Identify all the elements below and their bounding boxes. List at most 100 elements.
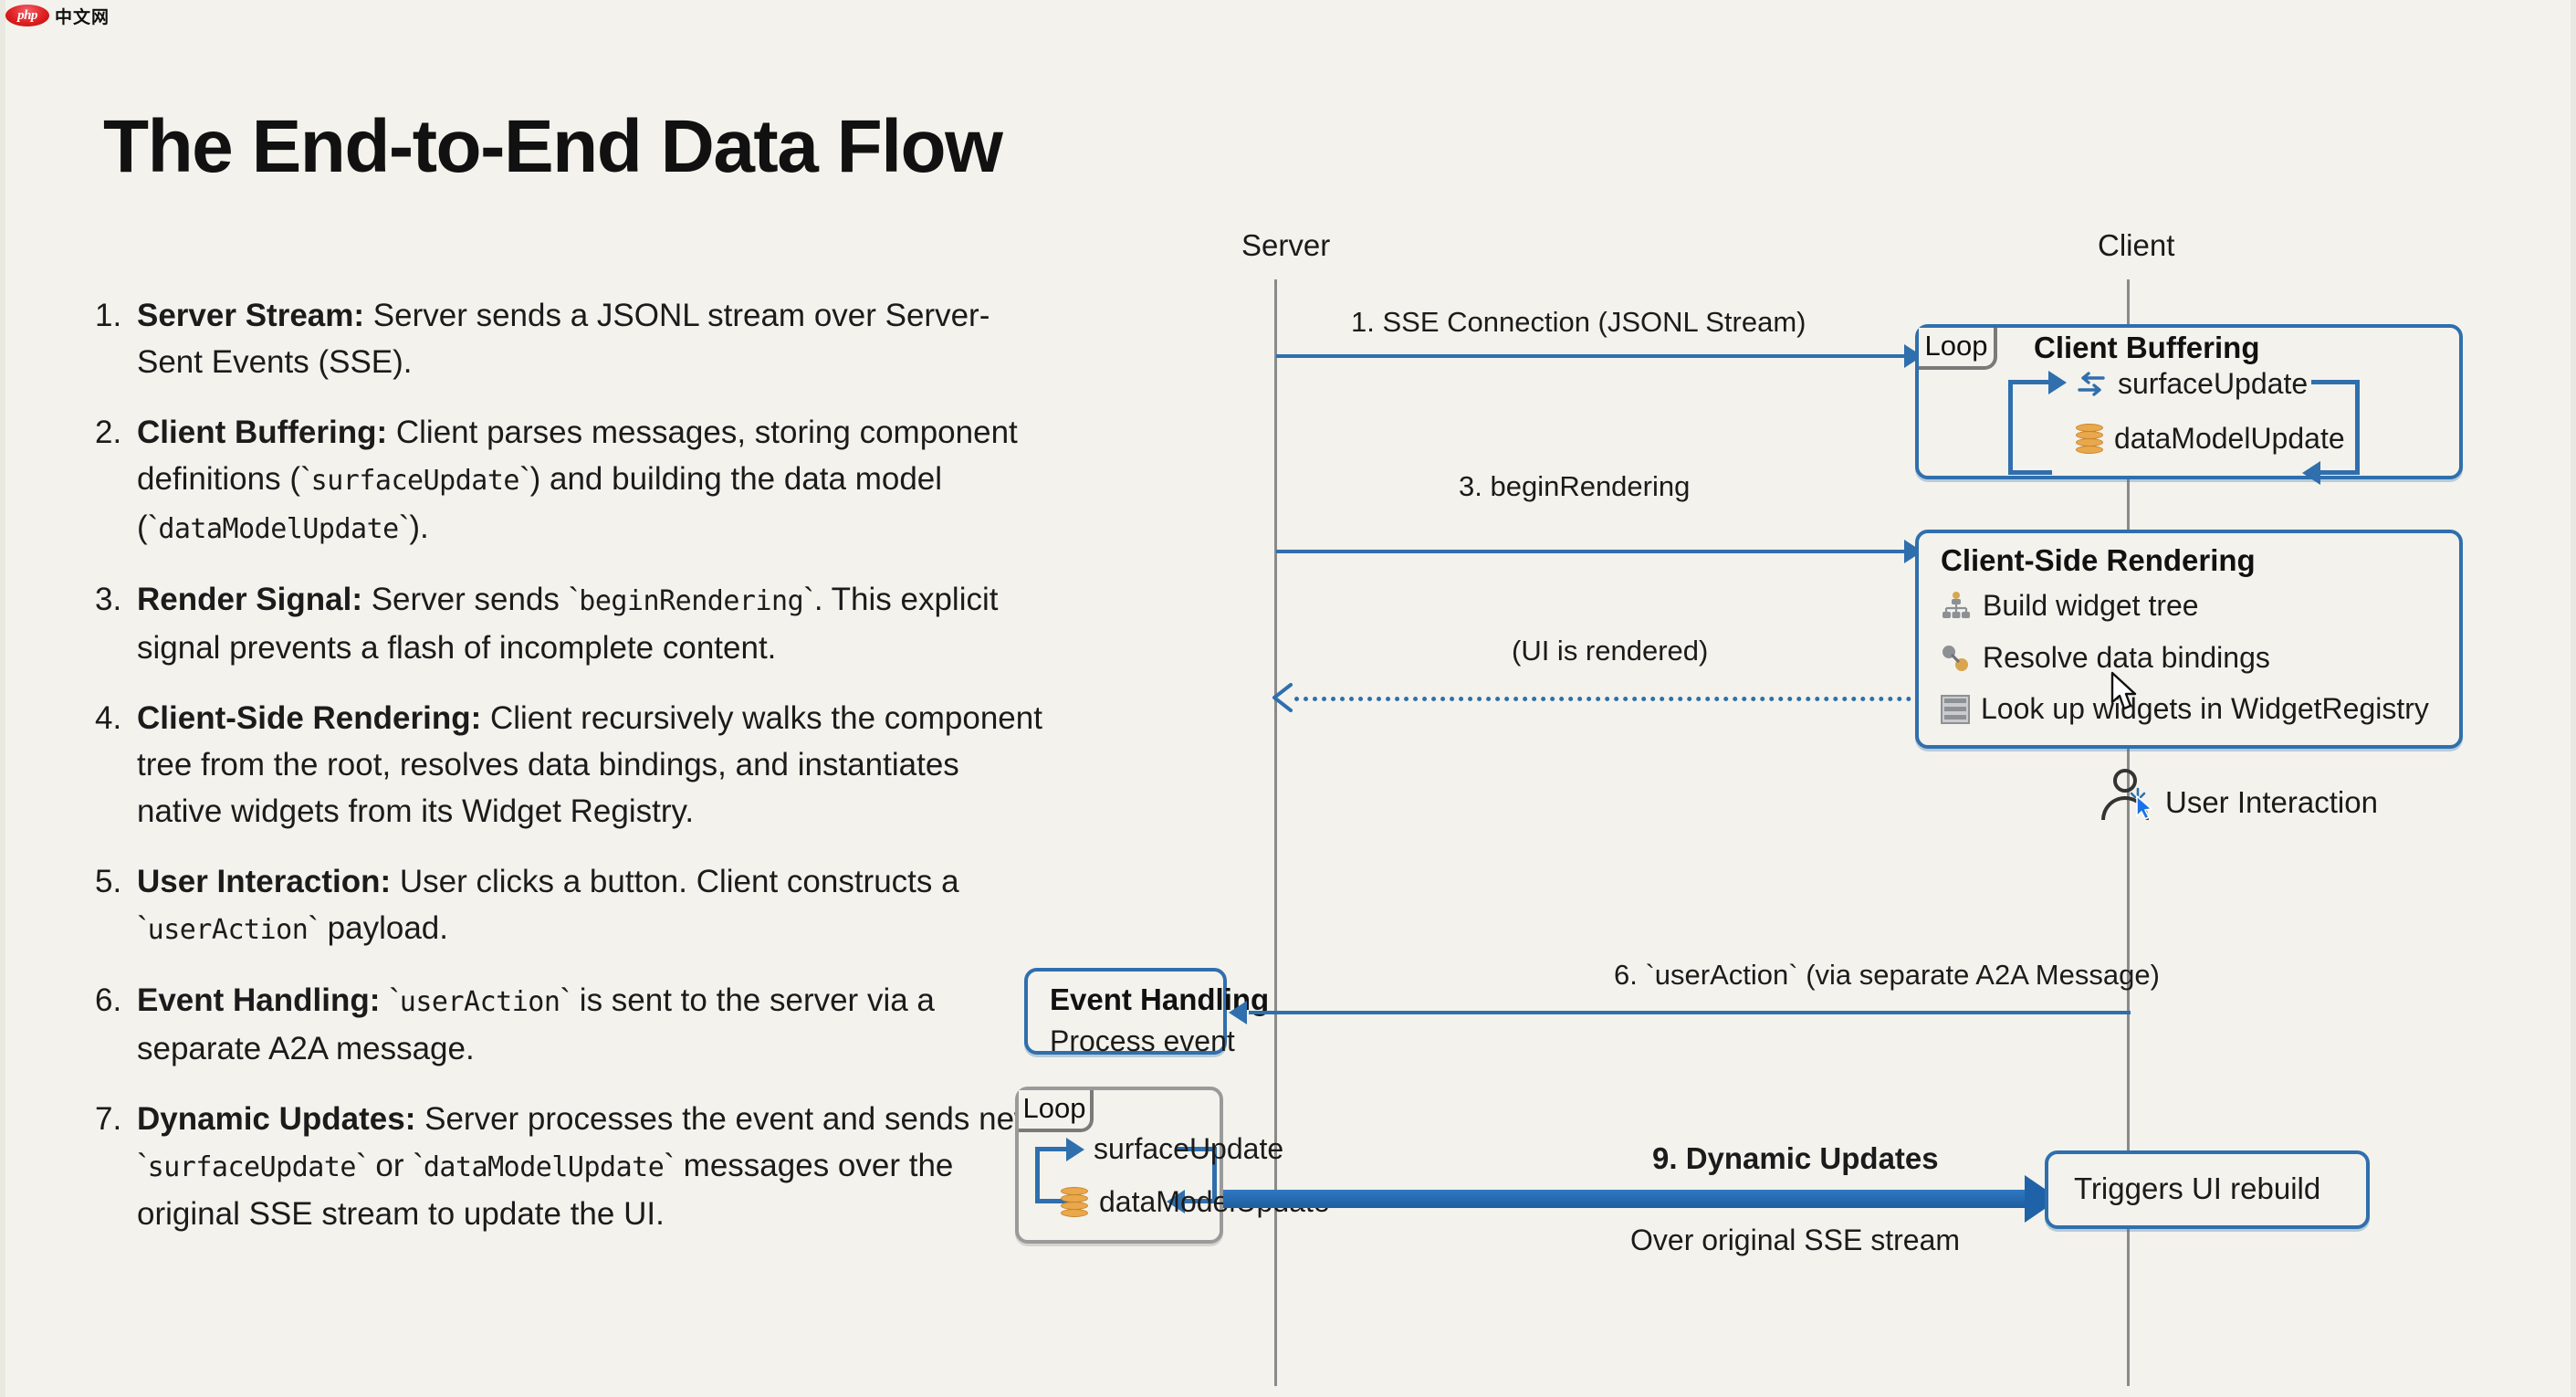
step-desc: Server processes the event and sends new… <box>137 1101 1038 1232</box>
message-line-3 <box>1276 550 1906 553</box>
step-number: 6. <box>95 982 122 1018</box>
loop-right-riser-client <box>2355 380 2360 475</box>
loop-arrow-in-server <box>1066 1138 1084 1161</box>
triggers-ui-rebuild-box <box>2045 1150 2370 1229</box>
registry-table-icon <box>1941 694 1970 724</box>
step-label: Client-Side Rendering: <box>137 700 482 736</box>
step-desc: Client parses messages, storing componen… <box>137 415 1018 545</box>
loop-right-bottom-run-client <box>2320 470 2359 475</box>
loop-left-riser-client <box>2008 383 2013 475</box>
sequence-diagram: Server Client 1. SSE Connection (JSONL S… <box>1015 228 2510 1386</box>
message-label-6: 6. `userAction` (via separate A2A Messag… <box>1614 959 2160 991</box>
message-line-ui-rendered <box>1294 697 1911 701</box>
step-text: Client-Side Rendering: Client recursivel… <box>137 695 1044 835</box>
step-text: User Interaction: User clicks a button. … <box>137 858 1044 953</box>
step-text: Event Handling: `userAction` is sent to … <box>137 977 1044 1072</box>
list-item: 2. Client Buffering: Client parses messa… <box>95 409 1044 552</box>
step-number: 7. <box>95 1101 122 1137</box>
client-buffering-item-1: dataModelUpdate <box>2076 422 2345 456</box>
lifeline-label-client: Client <box>2098 228 2175 262</box>
list-item: 4. Client-Side Rendering: Client recursi… <box>95 695 1044 835</box>
server-loop-item-0: surfaceUpdate <box>1094 1132 1283 1166</box>
step-number: 3. <box>95 582 122 617</box>
message-line-1 <box>1276 354 1906 358</box>
client-buffering-item-1-label: dataModelUpdate <box>2114 422 2345 455</box>
loop-top-run-server <box>1035 1147 1070 1151</box>
loop-right-riser-server <box>1212 1147 1217 1203</box>
user-head-shape <box>2113 769 2137 793</box>
step-desc: Server sends a JSONL stream over Server-… <box>137 298 990 380</box>
message-label-1: 1. SSE Connection (JSONL Stream) <box>1351 306 1806 338</box>
exchange-icon <box>2076 369 2107 400</box>
database-icon <box>1061 1186 1088 1218</box>
dynamic-updates-subtitle: Over original SSE stream <box>1630 1224 1961 1256</box>
message-label-3: 3. beginRendering <box>1459 470 1691 502</box>
right-edge-strip <box>2571 0 2576 1397</box>
list-item: 3. Render Signal: Server sends `beginRen… <box>95 576 1044 671</box>
left-edge-strip <box>0 0 5 1397</box>
user-click-icon <box>2101 769 2152 820</box>
step-desc: User clicks a button. Client constructs … <box>137 864 959 946</box>
data-binding-icon <box>1941 643 1972 674</box>
page-title: The End-to-End Data Flow <box>103 105 1003 188</box>
client-rendering-item-1: Resolve data bindings <box>1941 641 2270 675</box>
loop-right-bottom-run-server <box>1185 1199 1216 1203</box>
list-item: 6. Event Handling: `userAction` is sent … <box>95 977 1044 1072</box>
step-text: Dynamic Updates: Server processes the ev… <box>137 1096 1044 1237</box>
site-watermark: php 中文网 <box>5 4 110 27</box>
client-buffering-item-0-label: surfaceUpdate <box>2118 367 2309 400</box>
loop-right-top-run-client <box>2311 380 2359 384</box>
lifeline-server <box>1274 279 1277 1386</box>
arrow-head-left-6 <box>1229 1001 1247 1024</box>
step-text: Server Stream: Server sends a JSONL stre… <box>137 292 1044 385</box>
step-label: User Interaction: <box>137 864 392 899</box>
loop-arrow-in-client <box>2048 371 2067 394</box>
arrow-head-left-ui-rendered <box>1272 683 1294 712</box>
loop-arrow-back-server <box>1167 1190 1185 1213</box>
step-text: Client Buffering: Client parses messages… <box>137 409 1044 552</box>
server-loop-item-0-label: surfaceUpdate <box>1094 1132 1284 1165</box>
step-label: Event Handling: <box>137 982 381 1018</box>
event-handling-subtitle: Process event <box>1050 1024 1235 1057</box>
message-line-6 <box>1249 1011 2131 1014</box>
loop-arrow-back-client <box>2302 461 2320 485</box>
client-rendering-item-2-label: Look up widgets in WidgetRegistry <box>1981 692 2429 725</box>
watermark-suffix-text: 中文网 <box>55 6 110 27</box>
message-label-ui-rendered: (UI is rendered) <box>1512 635 1709 667</box>
loop-top-run-client <box>2008 380 2052 384</box>
client-rendering-title: Client-Side Rendering <box>1941 543 2256 577</box>
client-rendering-item-2: Look up widgets in WidgetRegistry <box>1941 692 2429 726</box>
org-tree-icon <box>1941 591 1972 622</box>
event-handling-box <box>1024 968 1227 1055</box>
step-label: Dynamic Updates: <box>137 1101 416 1137</box>
steps-list: 1. Server Stream: Server sends a JSONL s… <box>95 292 1044 1261</box>
step-label: Render Signal: <box>137 582 362 617</box>
step-text: Render Signal: Server sends `beginRender… <box>137 576 1044 671</box>
loop-tab-server: Loop <box>1019 1090 1094 1132</box>
step-label: Client Buffering: <box>137 415 388 450</box>
list-item: 5. User Interaction: User clicks a butto… <box>95 858 1044 953</box>
php-logo-badge: php <box>5 5 49 26</box>
client-buffering-title: Client Buffering <box>2034 331 2260 364</box>
user-interaction-label: User Interaction <box>2165 785 2378 819</box>
step-number: 2. <box>95 415 122 450</box>
loop-bottom-run-client <box>2008 470 2052 475</box>
list-item: 7. Dynamic Updates: Server processes the… <box>95 1096 1044 1237</box>
list-item: 1. Server Stream: Server sends a JSONL s… <box>95 292 1044 385</box>
loop-left-riser-server <box>1035 1150 1040 1203</box>
dynamic-updates-line <box>1223 1190 2026 1208</box>
step-desc: Client recursively walks the component t… <box>137 700 1042 829</box>
client-rendering-item-0-label: Build widget tree <box>1983 589 2199 622</box>
client-buffering-box <box>1915 324 2463 479</box>
step-number: 1. <box>95 298 122 333</box>
step-number: 4. <box>95 700 122 736</box>
loop-right-top-run-server <box>1176 1147 1216 1151</box>
loop-tab-client: Loop <box>1919 328 1997 370</box>
database-icon <box>2076 423 2103 455</box>
lifeline-label-server: Server <box>1241 228 1331 262</box>
client-rendering-box <box>1915 530 2463 749</box>
triggers-ui-rebuild-label: Triggers UI rebuild <box>2074 1171 2321 1205</box>
lifeline-client <box>2127 279 2130 1386</box>
step-label: Server Stream: <box>137 298 365 333</box>
step-number: 5. <box>95 864 122 899</box>
